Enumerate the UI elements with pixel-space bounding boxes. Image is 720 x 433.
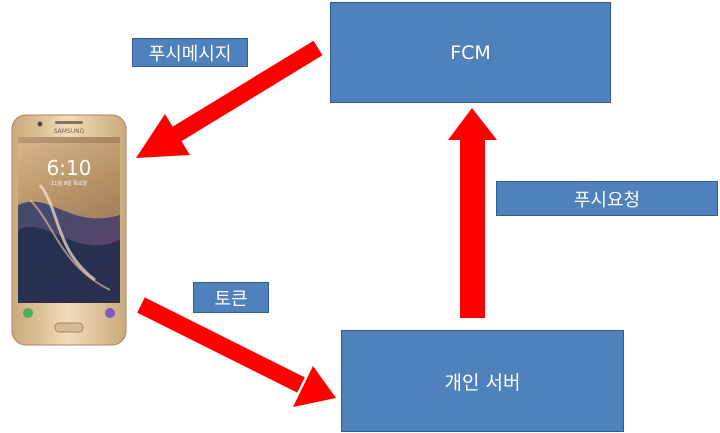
token-label: 토큰	[193, 282, 269, 313]
arrow-server-to-fcm	[448, 108, 497, 318]
phone-brand: SAMSUNG	[54, 128, 85, 135]
token-text: 토큰	[214, 288, 248, 310]
push-message-text: 푸시메시지	[148, 43, 232, 65]
phone-date: 11월 9일 목요일	[51, 180, 87, 187]
push-message-label: 푸시메시지	[132, 38, 248, 67]
phone-call-icon	[23, 308, 33, 318]
push-request-label: 푸시요청	[496, 181, 718, 216]
fcm-label: FCM	[450, 41, 491, 64]
arrow-fcm-to-phone	[136, 40, 323, 158]
arrow-phone-to-server	[137, 297, 336, 407]
phone-clock: 6:10	[47, 156, 92, 180]
fcm-node: FCM	[330, 2, 611, 103]
camera-icon	[105, 308, 115, 318]
server-node: 개인 서버	[341, 330, 624, 432]
server-label: 개인 서버	[444, 371, 521, 394]
home-button	[54, 322, 84, 333]
phone-image: SAMSUNG 6:10 11월 9일 목요일	[11, 114, 127, 346]
push-request-text: 푸시요청	[573, 189, 641, 211]
